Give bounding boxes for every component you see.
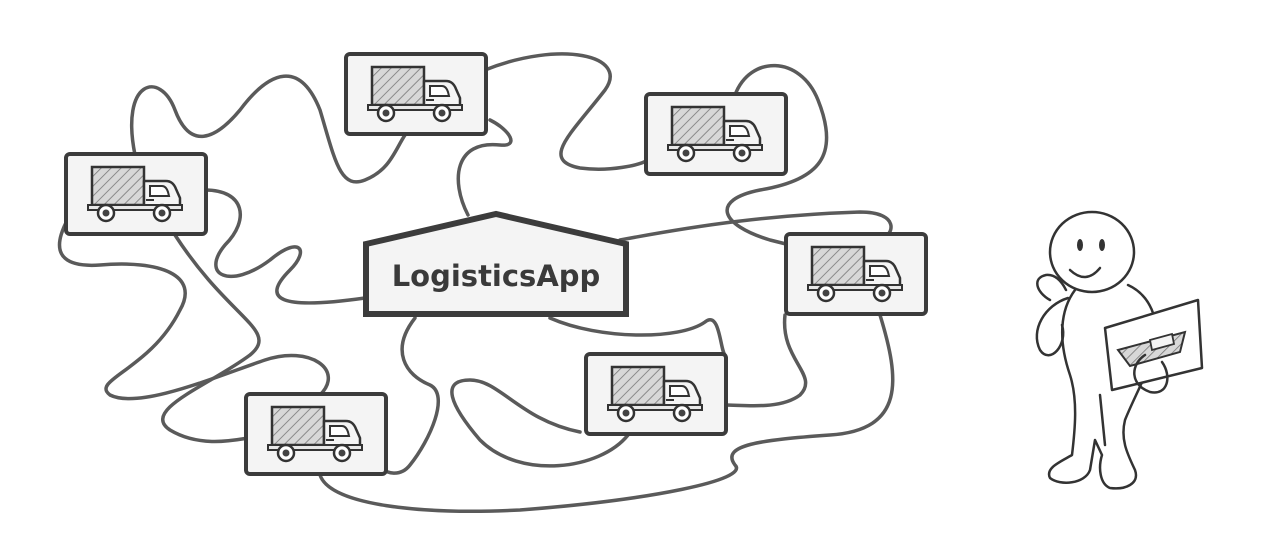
- truck-card: [784, 232, 928, 316]
- app-label: LogisticsApp: [392, 259, 601, 293]
- app-box-icon: [363, 210, 629, 317]
- ship-picture-icon: [1103, 298, 1204, 392]
- truck-card: [244, 392, 388, 476]
- logistics-app-node: LogisticsApp: [363, 210, 629, 317]
- thinking-person-icon: [1035, 210, 1204, 490]
- tangled-connections: [57, 52, 895, 513]
- truck-card: [644, 92, 788, 176]
- truck-card: [584, 352, 728, 436]
- truck-card: [344, 52, 488, 136]
- truck-card: [64, 152, 208, 236]
